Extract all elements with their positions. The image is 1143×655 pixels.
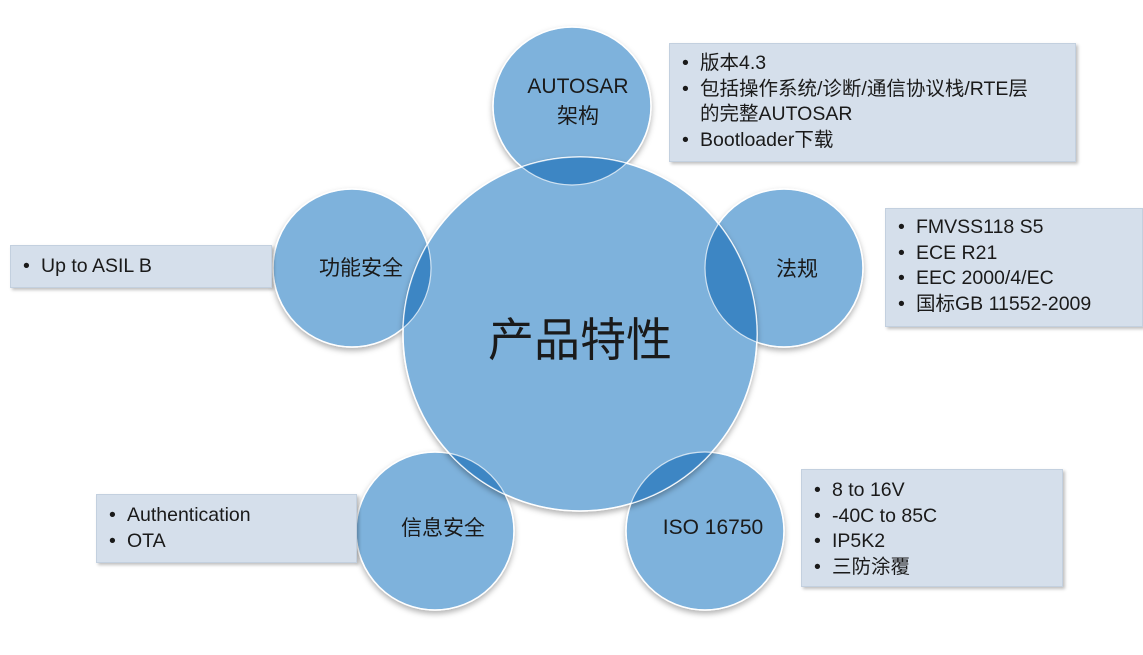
node-label-funcsafety: 功能安全	[319, 254, 403, 284]
detail-box-regulations: FMVSS118 S5 ECE R21 EEC 2000/4/EC 国标GB 1…	[885, 208, 1143, 327]
list-item: EEC 2000/4/EC	[886, 266, 1142, 292]
node-label-regulations: 法规	[776, 255, 818, 285]
list-item: 三防涂覆	[802, 555, 1062, 581]
detail-box-infosec: Authentication OTA	[96, 494, 357, 563]
node-label-iso16750: ISO 16750	[663, 513, 763, 543]
list-item: Up to ASIL B	[11, 254, 271, 280]
list-item: Authentication	[97, 503, 356, 529]
node-label-infosec: 信息安全	[401, 514, 485, 544]
node-label-line: 信息安全	[401, 517, 485, 540]
center-label: 产品特性	[488, 314, 672, 366]
list-item: ECE R21	[886, 241, 1142, 267]
list-item: 版本4.3	[670, 51, 1075, 77]
list-item: 包括操作系统/诊断/通信协议栈/RTE层的完整AUTOSAR	[670, 77, 1045, 128]
list-item: 国标GB 11552-2009	[886, 292, 1142, 318]
list-item: Bootloader下载	[670, 128, 1075, 154]
node-label-line: AUTOSAR	[527, 75, 629, 98]
node-label-line: 架构	[556, 105, 599, 128]
node-label-line: ISO 16750	[662, 516, 764, 539]
node-label-line: 功能安全	[319, 257, 403, 280]
detail-box-autosar: 版本4.3 包括操作系统/诊断/通信协议栈/RTE层的完整AUTOSAR Boo…	[669, 43, 1076, 162]
list-item: IP5K2	[802, 529, 1062, 555]
node-label-autosar: AUTOSAR 架构	[527, 72, 628, 132]
node-label-line: 法规	[776, 258, 818, 281]
detail-box-iso16750: 8 to 16V -40C to 85C IP5K2 三防涂覆	[801, 469, 1063, 587]
detail-box-funcsafety: Up to ASIL B	[10, 245, 272, 288]
list-item: -40C to 85C	[802, 504, 1062, 530]
list-item: 8 to 16V	[802, 478, 1062, 504]
list-item: OTA	[97, 529, 356, 555]
list-item: FMVSS118 S5	[886, 215, 1142, 241]
